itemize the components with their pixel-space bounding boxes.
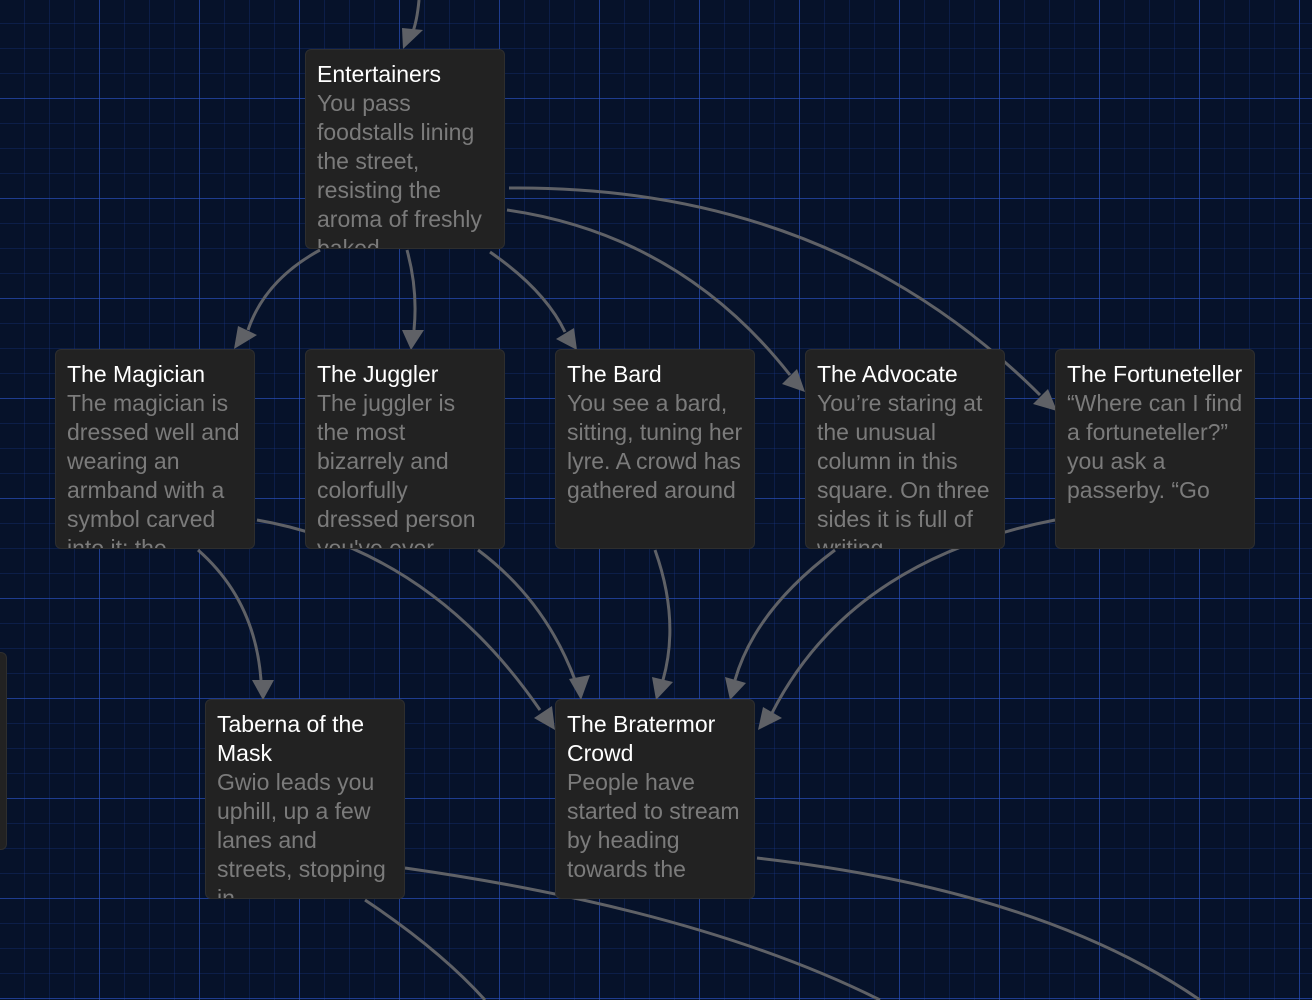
passage-title: The Bard — [567, 361, 662, 387]
connector-taberna-outgoing-b — [364, 898, 487, 1000]
passage-excerpt: The magician is dressed well and wearing… — [67, 390, 240, 549]
passage-card-bratermor[interactable]: The Bratermor Crowd People have started … — [555, 699, 755, 899]
connector-entertainers-fortuneteller — [508, 186, 1042, 397]
passage-excerpt: The juggler is the most bizarrely and co… — [317, 390, 476, 549]
arrowhead-bratermor-from-magician — [534, 706, 555, 730]
arrowhead-bratermor-from-fortuneteller — [758, 707, 782, 730]
connector-juggler-bratermor — [477, 548, 577, 681]
connector-magician-taberna — [197, 548, 263, 681]
connector-advocate-bratermor — [733, 548, 836, 681]
connector-magician-bratermor — [256, 518, 542, 711]
connector-bratermor-outgoing — [756, 856, 1201, 1000]
passage-title: The Bratermor Crowd — [567, 711, 716, 766]
passage-excerpt: You see a bard, sitting, tuning her lyre… — [567, 390, 743, 503]
arrowhead-bard — [556, 328, 577, 350]
connector-entertainers-magician — [246, 248, 321, 331]
connector-taberna-outgoing-a — [404, 866, 881, 1000]
passage-title: The Fortuneteller — [1067, 361, 1243, 387]
passage-title: The Juggler — [317, 361, 439, 387]
connector-entertainers-bard — [489, 250, 567, 333]
passage-excerpt: You pass foodstalls lining the street, r… — [317, 90, 482, 249]
passage-card-advocate[interactable]: The Advocate You’re staring at the unusu… — [805, 349, 1005, 549]
passage-excerpt: Gwio leads you uphill, up a few lanes an… — [217, 769, 386, 899]
connector-entertainers-advocate — [506, 208, 792, 376]
arrowhead-juggler — [402, 330, 424, 350]
arrowhead-bratermor-from-advocate — [725, 677, 746, 700]
passage-excerpt: “Where can I find a fortuneteller?” you … — [1067, 390, 1243, 503]
connector-bard-bratermor — [653, 549, 672, 681]
arrowhead-fortuneteller — [1033, 389, 1057, 411]
arrowhead-taberna — [252, 680, 274, 700]
arrowhead-bratermor-from-bard — [652, 677, 673, 700]
passage-card-fortuneteller[interactable]: The Fortuneteller “Where can I find a fo… — [1055, 349, 1255, 549]
passage-excerpt: People have started to stream by heading… — [567, 769, 740, 882]
passage-excerpt: You’re staring at the unusual column in … — [817, 390, 990, 549]
passage-card-taberna[interactable]: Taberna of the Mask Gwio leads you uphil… — [205, 699, 405, 899]
arrowhead-bratermor-from-juggler — [569, 675, 590, 700]
arrowhead-magician — [234, 326, 257, 349]
connector-incoming-entertainers — [410, 0, 421, 35]
passage-card-bard[interactable]: The Bard You see a bard, sitting, tuning… — [555, 349, 755, 549]
arrowhead-entertainers — [402, 28, 423, 49]
passage-title: Taberna of the Mask — [217, 711, 365, 766]
passage-title: Entertainers — [317, 61, 442, 87]
connector-entertainers-juggler — [405, 249, 417, 331]
passage-title: The Advocate — [817, 361, 958, 387]
arrowhead-advocate — [782, 369, 805, 392]
passage-card-magician[interactable]: The Magician The magician is dressed wel… — [55, 349, 255, 549]
passage-card-juggler[interactable]: The Juggler The juggler is the most biza… — [305, 349, 505, 549]
offscreen-passage-card[interactable] — [0, 652, 7, 850]
passage-card-entertainers[interactable]: Entertainers You pass foodstalls lining … — [305, 49, 505, 249]
passage-title: The Magician — [67, 361, 206, 387]
